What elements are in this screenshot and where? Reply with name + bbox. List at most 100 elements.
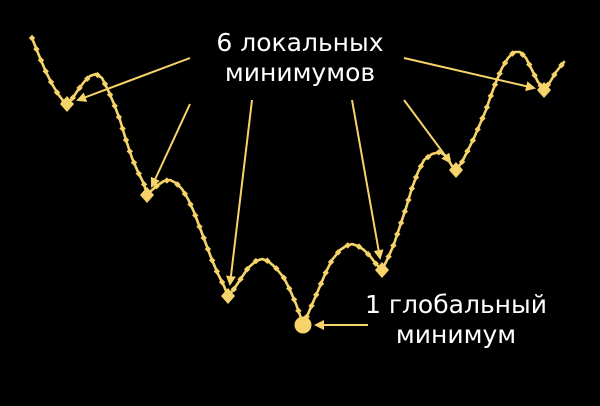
local-minima-label-line2: минимумов [224, 58, 376, 87]
curve-point-marker [237, 276, 244, 283]
curve-point-marker [140, 181, 148, 188]
curve-point-marker [372, 260, 379, 267]
curve-point-marker [308, 302, 315, 310]
curve-point-marker [551, 71, 558, 78]
curve-point-marker [469, 137, 477, 144]
curve-point-marker [243, 266, 251, 273]
curve-point-marker [327, 258, 335, 266]
curve-point-marker [252, 257, 260, 265]
global-minimum-label-line1: 1 глобальный [364, 290, 548, 319]
curve-point-marker [334, 249, 342, 256]
arrow-to-minimum-1 [76, 57, 191, 102]
curve-point-marker [264, 257, 271, 264]
curve-point-marker [230, 285, 238, 293]
curve-point-marker [208, 257, 216, 264]
curve-point-marker [526, 61, 533, 68]
curve-point-marker [286, 285, 293, 292]
curve-point-marker [558, 61, 565, 69]
curve-point-marker [531, 72, 538, 79]
curve-point-marker [126, 148, 134, 155]
curve-point-marker [394, 231, 401, 238]
local-minimum-1 [60, 96, 74, 112]
curve-point-marker [196, 223, 203, 230]
global-minimum-label-line2: минимум [395, 320, 517, 349]
curve-point-marker [355, 243, 363, 250]
local-minimum-6 [537, 82, 551, 98]
curve-point-marker [487, 92, 494, 100]
curve-point-marker [204, 245, 212, 253]
curve-point-marker [192, 212, 199, 219]
curve-point-marker [33, 45, 40, 53]
curve-point-marker [435, 149, 442, 156]
curve-point-marker [181, 190, 189, 198]
curve-point-marker [501, 59, 509, 67]
curve-point-marker [364, 250, 372, 258]
arrow-to-minimum-2 [150, 103, 191, 188]
curve-point-marker [458, 158, 466, 166]
curve-point-marker [385, 253, 392, 260]
curve-point-marker [496, 70, 503, 77]
local-minimum-2 [140, 187, 154, 203]
curve-point-marker [94, 71, 101, 79]
local-minimum-3 [221, 288, 235, 304]
local-minima-markers [60, 82, 551, 304]
curve-point-marker [42, 68, 49, 75]
curve-point-marker [401, 208, 409, 215]
curve-point-marker [424, 153, 432, 161]
curve-point-marker [174, 181, 181, 188]
arrow-to-minimum-5 [403, 99, 452, 164]
curve-point-marker [537, 82, 544, 89]
curve-point-marker [119, 125, 126, 132]
curve-point-marker [408, 185, 416, 192]
curve-point-marker [280, 274, 288, 282]
curve-point-marker [130, 159, 138, 166]
local-minimum-4 [375, 262, 389, 278]
arrow-to-minimum-4 [351, 99, 384, 260]
curve-point-marker [464, 147, 471, 155]
curve-point-marker [115, 113, 123, 121]
local-minima-arrows [76, 57, 536, 286]
local-minima-label-line1: 6 локальных [216, 28, 384, 57]
curve-point-marker [290, 296, 298, 303]
curve-point-marker [28, 34, 36, 42]
curve-point-marker [218, 278, 226, 286]
curve-point-marker [163, 177, 171, 184]
global-minimum-label: 1 глобальный минимум [356, 290, 556, 350]
curve-point-marker [491, 81, 499, 88]
curve-point-marker [135, 170, 143, 177]
curve-point-marker [390, 242, 397, 249]
curve-point-marker [200, 234, 207, 242]
curve-point-marker [509, 50, 516, 57]
curve-point-marker [322, 269, 329, 276]
curve-point-marker [213, 268, 221, 275]
curve-point-marker [417, 163, 425, 170]
curve-point-marker [313, 291, 320, 298]
curve-point-marker [479, 115, 486, 122]
curve-point-marker [106, 91, 114, 98]
curve-point-marker [317, 280, 325, 287]
curve-point-marker [273, 265, 280, 272]
curve-point-marker [69, 94, 77, 101]
curve-point-marker [474, 126, 481, 133]
global-minimum-marker [294, 316, 312, 334]
curve-point-marker [122, 136, 130, 144]
curve-point-marker [412, 174, 420, 181]
curve-point-marker [397, 219, 405, 227]
curve-point-marker [344, 242, 351, 249]
arrow-to-minimum-3 [225, 99, 253, 286]
curve-point-marker [84, 75, 91, 82]
curve-point-marker [37, 57, 45, 64]
curve-point-marker [53, 89, 61, 96]
curve-point-marker [101, 80, 109, 88]
curve-point-marker [111, 102, 118, 110]
curve-point-marker [76, 84, 83, 92]
arrow-to-minimum-6 [403, 57, 536, 92]
curve-point-marker [187, 201, 194, 208]
curve-point-marker [405, 196, 412, 204]
curve-point-marker [519, 51, 526, 58]
curve-point-marker [483, 104, 491, 111]
local-minimum-5 [449, 162, 463, 178]
local-minima-label: 6 локальных минимумов [188, 28, 412, 88]
curve-point-marker [47, 78, 55, 86]
